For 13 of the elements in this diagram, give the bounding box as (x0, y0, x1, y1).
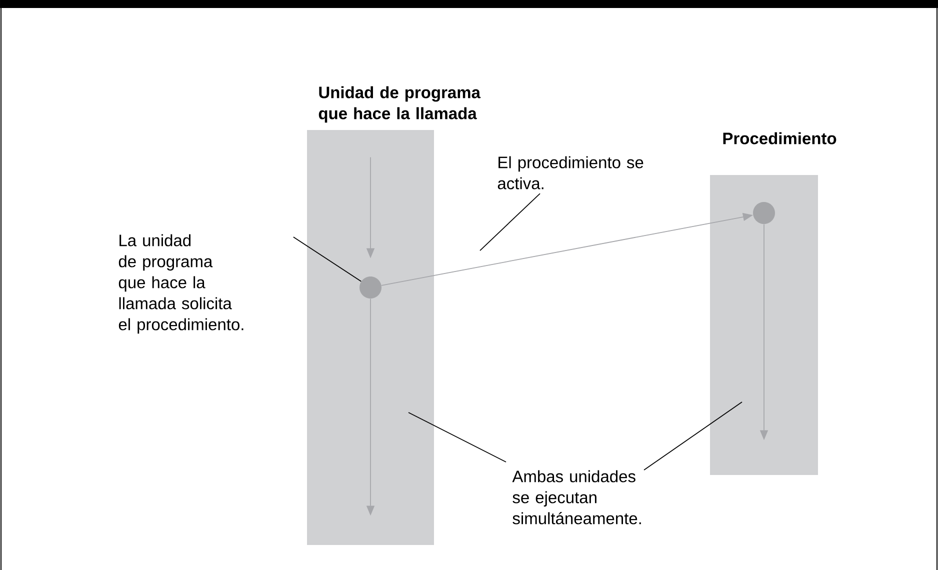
leader-line (408, 412, 506, 462)
lane-band (710, 132, 836, 475)
leader-line (480, 193, 540, 251)
dot (360, 276, 382, 298)
dot (753, 202, 775, 224)
leader-line (292, 236, 362, 282)
band-heading: Procedimiento (723, 132, 836, 144)
callout-text: Ambas unidades se ejecutan simultáneamente. (512, 470, 641, 524)
leader-line (644, 402, 742, 470)
band-heading: Unidad de programa que hace la llamada (318, 86, 481, 123)
lane-band (307, 86, 481, 545)
callout-text: El procedimiento se activa. (498, 156, 644, 190)
callout-text: La unidad de programa que hace la llamada solicita el procedimiento. (118, 234, 244, 334)
